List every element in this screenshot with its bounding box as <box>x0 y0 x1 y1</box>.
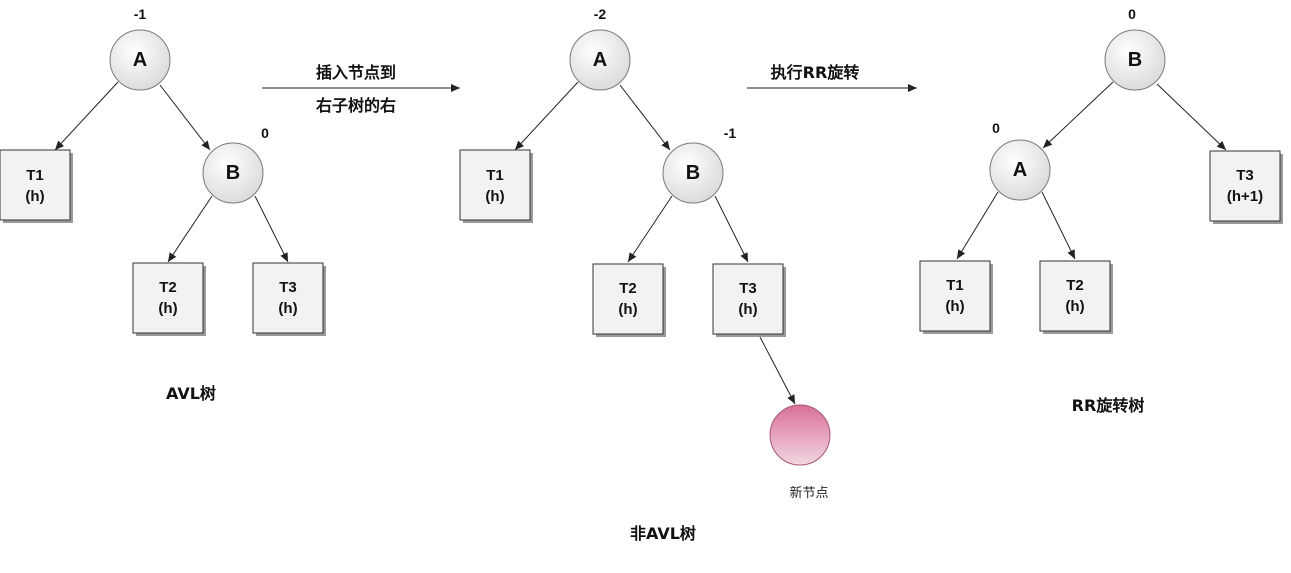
subtree-height: (h) <box>278 300 297 317</box>
subtree-height: (h+1) <box>1227 188 1263 205</box>
node-label: A <box>593 49 607 71</box>
subtree-height: (h) <box>945 298 964 315</box>
tree-avl: A -1 B 0 T1 (h) T2 (h) T3 (h) AVL树 <box>0 6 326 403</box>
subtree-name: T2 <box>1066 277 1084 294</box>
edge-a-t1 <box>956 191 999 260</box>
subtree-name: T3 <box>1236 167 1254 184</box>
node-b: B 0 <box>202 125 269 204</box>
subtree-name: T3 <box>739 280 757 297</box>
balance-factor: -2 <box>594 6 607 22</box>
edge-a-t1 <box>514 81 579 151</box>
subtree-height: (h) <box>485 188 504 205</box>
node-label: B <box>226 162 240 184</box>
transition-rotate: 执行RR旋转 <box>747 63 917 92</box>
tree-rr-rotated: B 0 A 0 T3 (h+1) T1 (h) T2 (h) RR旋转树 <box>919 6 1283 415</box>
edge-b-t3 <box>714 195 749 263</box>
balance-factor: -1 <box>134 6 147 22</box>
tree-caption: 非AVL树 <box>630 524 696 543</box>
subtree-name: T3 <box>279 279 297 296</box>
transition-line1: 插入节点到 <box>316 63 396 82</box>
balance-factor: 0 <box>1128 6 1136 22</box>
edge-t3-new <box>759 336 796 405</box>
balance-factor: -1 <box>724 125 737 141</box>
subtree-name: T2 <box>159 279 177 296</box>
subtree-height: (h) <box>738 301 757 318</box>
new-node: 新节点 <box>769 404 831 501</box>
subtree-name: T1 <box>26 167 44 184</box>
subtree-height: (h) <box>25 188 44 205</box>
subtree-t1: T1 (h) <box>0 149 73 223</box>
node-b: B -1 <box>662 125 737 204</box>
edge-a-b <box>619 84 671 151</box>
subtree-t2: T2 (h) <box>132 262 206 336</box>
balance-factor: 0 <box>261 125 269 141</box>
node-b: B 0 <box>1104 6 1166 91</box>
transition-line1: 执行RR旋转 <box>771 63 860 82</box>
transition-insert: 插入节点到 右子树的右 <box>262 63 460 115</box>
edge-a-t2 <box>1041 191 1076 260</box>
subtree-name: T2 <box>619 280 637 297</box>
subtree-height: (h) <box>1065 298 1084 315</box>
subtree-height: (h) <box>158 300 177 317</box>
edge-b-t3 <box>1156 83 1227 151</box>
edge-b-a <box>1042 81 1114 149</box>
edge-a-t1 <box>54 81 119 151</box>
subtree-t2: T2 (h) <box>592 263 666 337</box>
node-label: A <box>133 49 147 71</box>
edge-b-t2 <box>627 195 673 263</box>
node-a: A 0 <box>989 120 1051 201</box>
subtree-t3: T3 (h) <box>712 263 786 337</box>
node-label: B <box>1128 49 1142 71</box>
balance-factor: 0 <box>992 120 1000 136</box>
subtree-height: (h) <box>618 301 637 318</box>
subtree-t1: T1 (h) <box>459 149 533 223</box>
tree-caption: RR旋转树 <box>1072 396 1145 415</box>
edge-b-t2 <box>167 195 213 263</box>
subtree-t1: T1 (h) <box>919 260 993 334</box>
subtree-t3: T3 (h) <box>252 262 326 336</box>
node-a: A -2 <box>569 6 631 91</box>
node-a: A -1 <box>109 6 171 91</box>
subtree-name: T1 <box>946 277 964 294</box>
transition-line2: 右子树的右 <box>316 96 396 115</box>
node-label: B <box>686 162 700 184</box>
tree-caption: AVL树 <box>166 384 216 403</box>
subtree-t2: T2 (h) <box>1039 260 1113 334</box>
tree-non-avl: A -2 B -1 T1 (h) T2 (h) T3 (h) 新 <box>459 6 831 543</box>
subtree-t3: T3 (h+1) <box>1209 150 1283 224</box>
edge-a-b <box>159 84 211 151</box>
edge-b-t3 <box>254 195 289 263</box>
new-node-label: 新节点 <box>789 485 828 501</box>
subtree-name: T1 <box>486 167 504 184</box>
node-label: A <box>1013 159 1027 181</box>
